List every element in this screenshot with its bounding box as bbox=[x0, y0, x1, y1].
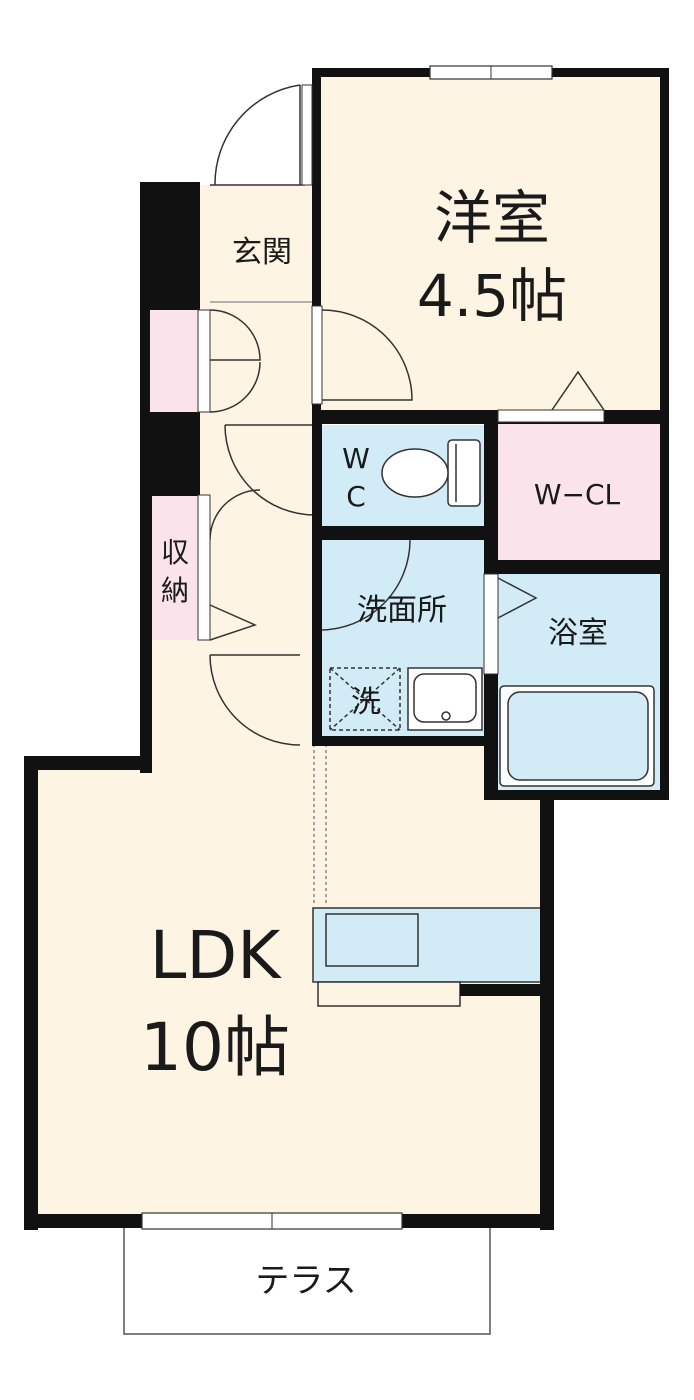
fixtures bbox=[210, 301, 655, 1007]
entrance-label: 玄関 bbox=[232, 235, 292, 270]
ldk-size: 10帖 bbox=[140, 1009, 290, 1086]
walk-in-closet-label: W−CL bbox=[534, 478, 621, 511]
western-room-name: 洋室 bbox=[434, 184, 550, 252]
western-room-floor bbox=[318, 75, 661, 415]
washer-label: 洗 bbox=[351, 685, 381, 720]
storage-label-bottom: 納 bbox=[161, 574, 189, 607]
walk-in-closet-floor bbox=[494, 422, 662, 562]
ldk-name: LDK bbox=[150, 917, 283, 994]
terrace bbox=[123, 1223, 491, 1335]
toilet-tank bbox=[447, 439, 481, 507]
bathroom-label: 浴室 bbox=[548, 616, 608, 651]
shoe-closet-floor bbox=[150, 310, 200, 412]
washing-machine bbox=[329, 667, 401, 731]
toilet-bowl bbox=[381, 448, 449, 498]
labels: 洋室 4.5帖 玄関 W C W−CL 収 納 洗面所 洗 浴室 LDK 10帖… bbox=[140, 184, 621, 1301]
windows bbox=[141, 65, 605, 1230]
wc-label-bottom: C bbox=[346, 480, 366, 513]
storage-floor bbox=[150, 495, 200, 640]
doors bbox=[209, 84, 605, 746]
terrace-label: テラス bbox=[255, 1261, 356, 1301]
washroom-label: 洗面所 bbox=[357, 593, 447, 628]
kitchen-sink bbox=[325, 913, 419, 967]
kitchen-cabinet bbox=[317, 981, 461, 1007]
ldk-floor bbox=[32, 652, 548, 1222]
western-room-size: 4.5帖 bbox=[417, 262, 567, 330]
wc-label-top: W bbox=[342, 442, 370, 475]
storage-label-top: 収 bbox=[161, 536, 189, 569]
